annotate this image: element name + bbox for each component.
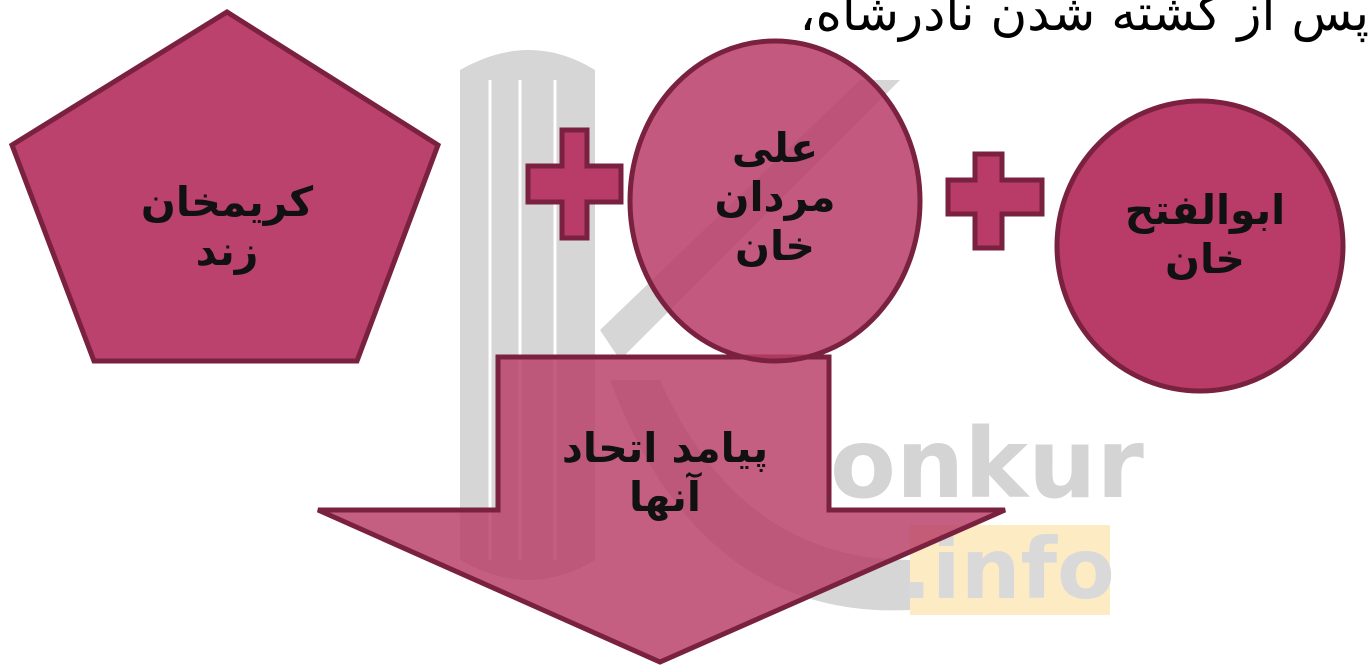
watermark-info-bg <box>910 525 1110 615</box>
pentagon-label: کریمخان زند <box>140 178 314 276</box>
circle-middle-label: علی مردان خان <box>714 124 836 271</box>
slide-title: پس از کشته شدن نادرشاه، <box>799 0 1369 42</box>
circle-right-shape <box>1054 98 1346 394</box>
down-arrow-shape <box>316 354 1007 665</box>
pentagon-shape <box>8 9 442 364</box>
plus-icon <box>525 127 624 241</box>
plus-icon <box>945 151 1045 251</box>
watermark-text-onkur: onkur <box>830 408 1144 520</box>
circle-middle-shape <box>627 38 923 364</box>
arrow-label: پیامد اتحاد آنها <box>561 424 769 522</box>
circle-right-label: ابوالفتح خان <box>1124 186 1286 284</box>
